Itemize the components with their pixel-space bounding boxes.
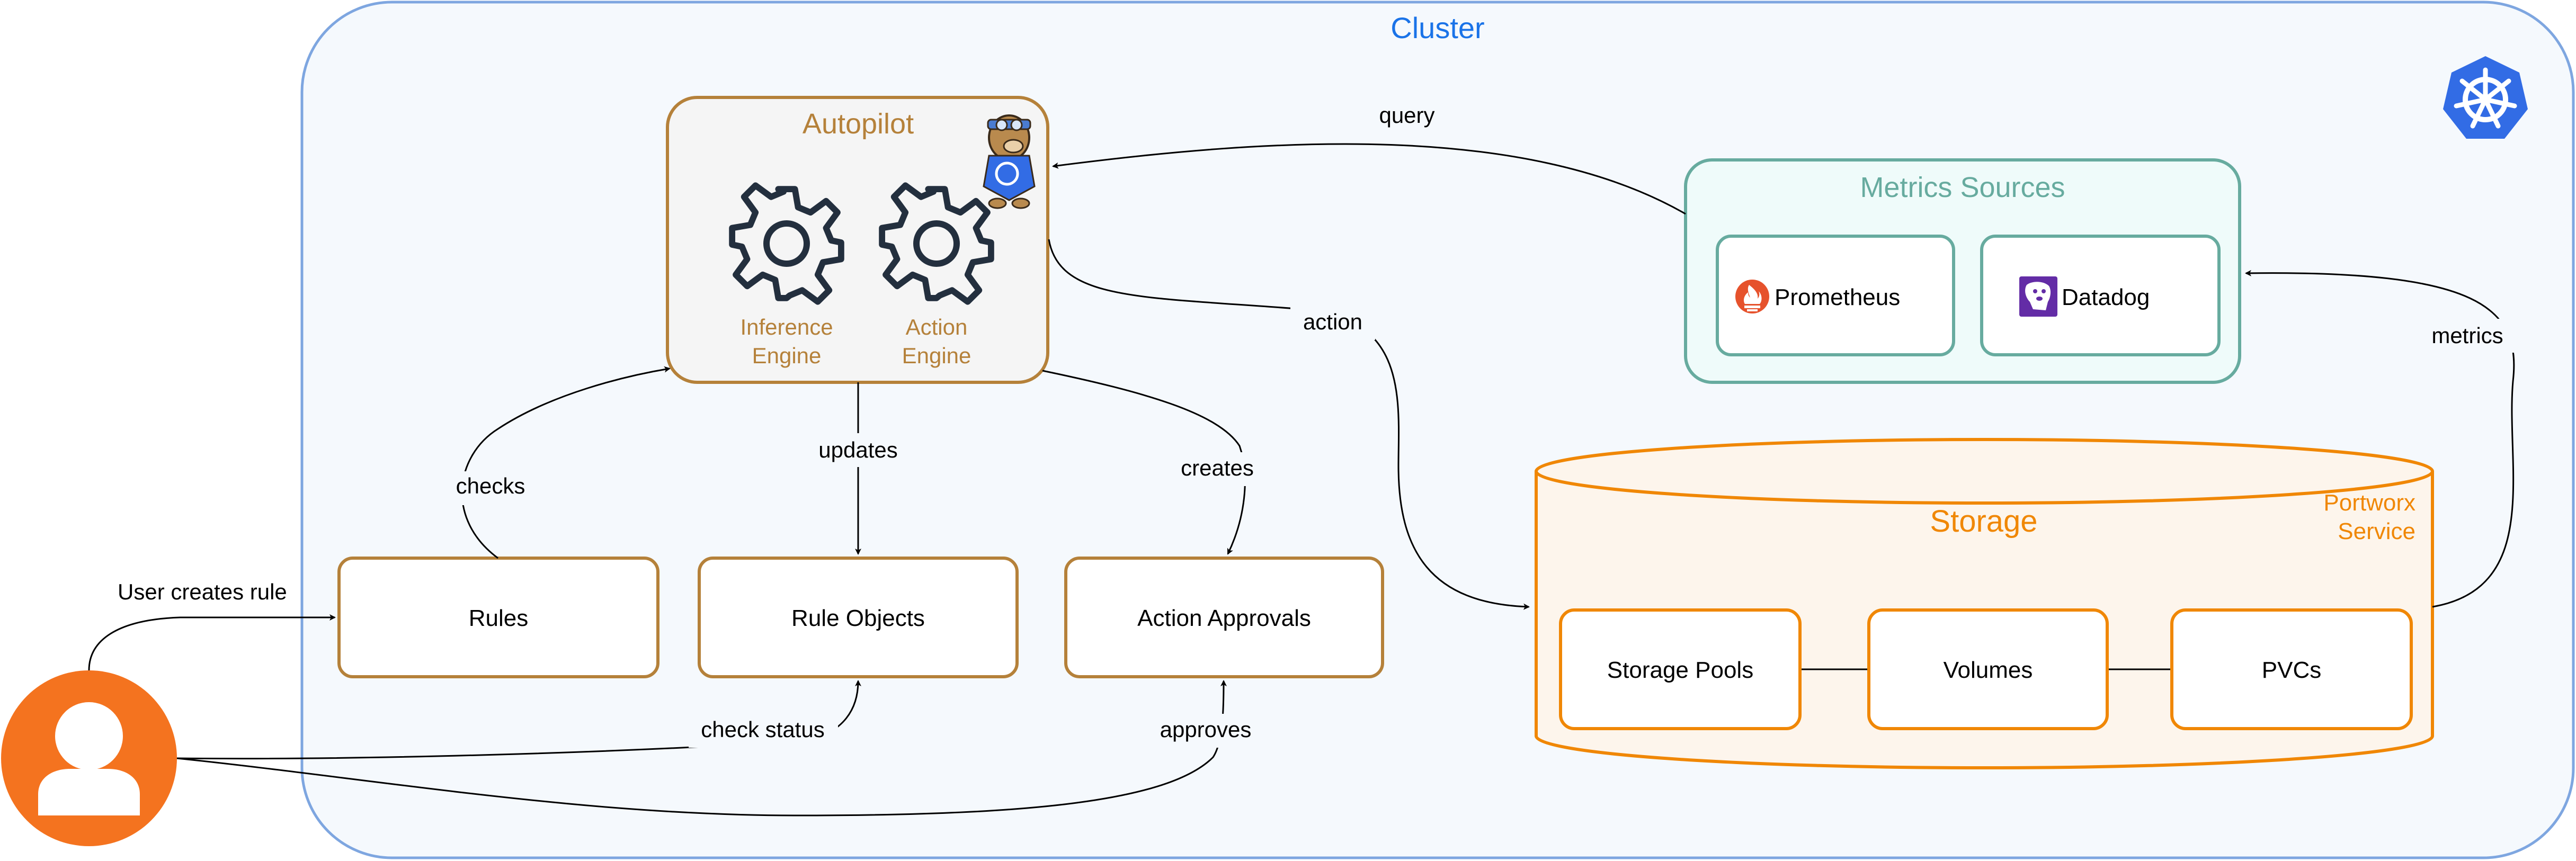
metrics-sources-title: Metrics Sources xyxy=(1860,172,2065,203)
query-edge xyxy=(1052,143,1686,215)
checks-label: checks xyxy=(456,473,525,498)
rule-objects-node: Rule Objects xyxy=(698,557,1019,678)
approves-edge xyxy=(176,680,1227,817)
action-label: action xyxy=(1303,309,1362,334)
action-engine-gear-icon xyxy=(879,182,994,305)
rule-objects-label: Rule Objects xyxy=(791,605,925,631)
user-creates-rule-edge xyxy=(88,614,336,671)
volumes-node: Volumes xyxy=(1867,608,2109,730)
pvcs-node: PVCs xyxy=(2170,608,2413,730)
inference-engine-gear-icon xyxy=(729,182,844,305)
approves-label: approves xyxy=(1160,717,1252,742)
action-engine-label-line2: Engine xyxy=(902,343,971,368)
edges xyxy=(88,143,2515,817)
prometheus-label: Prometheus xyxy=(1775,284,1900,310)
cluster-title: Cluster xyxy=(1390,11,1484,44)
portworx-service-label-line1: Portworx xyxy=(2323,490,2415,516)
query-label: query xyxy=(1379,103,1434,128)
autopilot-title: Autopilot xyxy=(803,108,914,140)
prometheus-node: Prometheus xyxy=(1716,235,1955,356)
action-edge xyxy=(1048,239,1530,610)
volumes-label: Volumes xyxy=(1944,657,2033,683)
rules-label: Rules xyxy=(469,605,529,631)
storage-title: Storage xyxy=(1930,504,2037,539)
creates-label: creates xyxy=(1181,455,1254,480)
action-engine-label-line1: Action xyxy=(906,315,968,339)
check-status-label: check status xyxy=(701,717,824,742)
user-creates-rule-label: User creates rule xyxy=(118,579,287,604)
datadog-icon xyxy=(2019,276,2057,317)
updates-label: updates xyxy=(818,437,897,462)
user-icon xyxy=(1,670,177,846)
edge-labels: query action metrics checks updates crea… xyxy=(118,98,2516,748)
kubernetes-helm-icon xyxy=(2443,56,2528,139)
creates-edge xyxy=(1042,370,1246,555)
portworx-service-label-line2: Service xyxy=(2338,518,2415,544)
metrics-label: metrics xyxy=(2431,323,2503,348)
inference-engine-label-line2: Engine xyxy=(752,343,822,368)
action-approvals-label: Action Approvals xyxy=(1137,605,1311,631)
storage-pools-label: Storage Pools xyxy=(1607,657,1753,683)
autopilot-box: Autopilot Inference Engine Action Engine xyxy=(666,96,1049,384)
datadog-node: Datadog xyxy=(1980,235,2221,356)
pvcs-label: PVCs xyxy=(2262,657,2321,683)
autopilot-mascot-icon xyxy=(983,114,1036,209)
metrics-edge xyxy=(2245,270,2515,608)
metrics-sources-box: Metrics Sources Prometheus Datadog xyxy=(1684,158,2241,384)
inference-engine-label-line1: Inference xyxy=(740,315,833,339)
datadog-label: Datadog xyxy=(2062,284,2150,310)
storage-cylinder: Storage Portworx Service Storage Pools V… xyxy=(1535,438,2434,769)
prometheus-icon xyxy=(1735,280,1769,313)
rules-node: Rules xyxy=(337,557,659,678)
storage-pools-node: Storage Pools xyxy=(1559,608,1802,730)
checks-edge xyxy=(461,366,671,559)
check-status-edge xyxy=(176,680,861,760)
action-approvals-node: Action Approvals xyxy=(1064,557,1384,678)
